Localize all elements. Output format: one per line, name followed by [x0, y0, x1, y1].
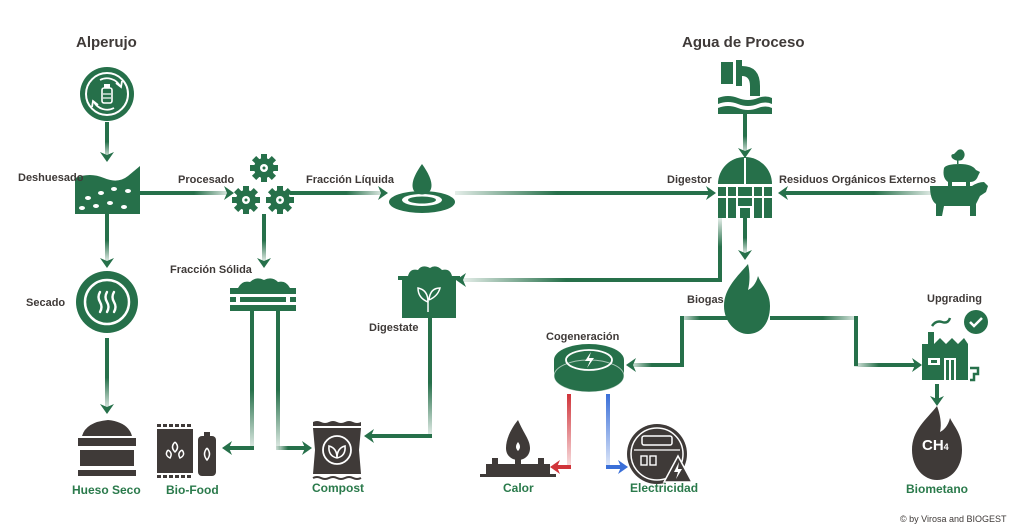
digestor-dome-icon [718, 157, 772, 218]
label-fraccion-liquida: Fracción Líquida [306, 174, 395, 186]
arrowhead [456, 273, 466, 287]
output-biometano: Biometano [906, 482, 969, 496]
upgrading-factory-icon [922, 310, 988, 382]
ch4-label: CH [922, 437, 944, 454]
agua-pipe-icon [718, 60, 772, 114]
arrowhead [302, 441, 312, 455]
biogas-flame-icon [724, 264, 770, 334]
flow-biogas-cogen-h [680, 316, 730, 320]
flow-deshuesado-procesado [140, 191, 230, 195]
flow-procesado-solida [262, 214, 266, 262]
bio-food-package-icon [157, 424, 216, 478]
flow-alperujo-deshuesado [105, 122, 109, 158]
flow-biogas-upgrading-v [854, 316, 858, 366]
flow-digestor-biogas [743, 218, 747, 254]
label-biogas: Biogas [687, 294, 724, 306]
flow-cogen-calor-h [556, 465, 571, 469]
flow-solida-compost-h [276, 446, 306, 450]
flow-cogen-electricidad-h [606, 465, 622, 469]
arrowhead [738, 148, 752, 158]
digestate-plant-icon [398, 266, 460, 318]
procesado-gears-icon [232, 154, 294, 214]
output-calor: Calor [503, 481, 534, 495]
copyright-notice: © by Virosa and BIOGEST [900, 514, 1007, 524]
flow-digestate-compost-v [428, 318, 432, 436]
secado-heat-icon [76, 271, 138, 333]
electricidad-meter-icon [627, 424, 694, 484]
flow-biogas-cogen-h2 [630, 363, 684, 367]
arrowhead [930, 396, 944, 406]
label-residuos-organicos-externos: Residuos Orgánicos Externos [779, 174, 937, 186]
flow-cogen-calor-v [567, 394, 571, 468]
arrowhead [100, 404, 114, 414]
cogeneracion-unit-icon [553, 344, 625, 393]
flow-residuos-digestor [784, 191, 934, 195]
arrowhead [224, 186, 234, 200]
arrowhead [778, 186, 788, 200]
flow-digestor-digestate-v [718, 218, 722, 282]
label-fraccion-solida: Fracción Sólida [170, 264, 252, 276]
output-hueso-seco: Hueso Seco [72, 483, 141, 497]
compost-bag-icon [312, 421, 362, 480]
flow-upgrading-biometano [935, 384, 939, 400]
flow-liquida-digestor [455, 191, 710, 195]
label-upgrading: Upgrading [927, 293, 982, 305]
flow-solida-biofood-h [228, 446, 254, 450]
arrowhead [100, 152, 114, 162]
arrowhead [550, 460, 560, 474]
arrowhead [912, 358, 922, 372]
flow-biogas-upgrading-h [770, 316, 858, 320]
label-digestor: Digestor [667, 174, 712, 186]
flow-digestor-digestate-h [462, 278, 722, 282]
arrowhead [364, 429, 374, 443]
label-procesado: Procesado [178, 174, 235, 186]
title-agua-de-proceso: Agua de Proceso [682, 34, 805, 51]
arrowhead [222, 441, 232, 455]
deshuesado-pulp-icon [75, 166, 140, 214]
hueso-seco-pile-icon [78, 420, 136, 476]
label-deshuesado: Deshuesado [18, 172, 84, 184]
arrowhead [618, 460, 628, 474]
arrowhead [378, 186, 388, 200]
ch4-formula: CH4 [922, 437, 949, 454]
title-alperujo: Alperujo [76, 34, 137, 51]
flow-biogas-cogen-v [680, 316, 684, 366]
flow-biogas-upgrading-h2 [854, 363, 916, 367]
fraccion-solida-icon [230, 278, 296, 319]
flow-cogen-electricidad-v [606, 394, 610, 468]
flow-solida-biofood-v [250, 316, 254, 450]
arrowhead [738, 250, 752, 260]
flow-deshuesado-secado [105, 214, 109, 262]
arrowhead [706, 186, 716, 200]
ch4-subscript: 4 [943, 442, 949, 452]
label-digestate: Digestate [369, 322, 419, 334]
flow-secado-hueso [105, 338, 109, 410]
calor-burner-icon [480, 420, 556, 477]
flow-solida-compost-v [276, 316, 280, 450]
output-electricidad: Electricidad [630, 481, 699, 495]
alperujo-recycle-icon [80, 67, 134, 121]
biometano-ch4-flame-icon [912, 406, 962, 480]
flow-procesado-liquida [290, 191, 384, 195]
flow-digestate-compost-h [370, 434, 432, 438]
arrowhead [257, 258, 271, 268]
label-cogeneracion: Cogeneración [546, 331, 620, 343]
arrowhead [626, 358, 636, 372]
flow-agua-digestor [743, 114, 747, 154]
label-secado: Secado [26, 297, 66, 309]
animals-stack-icon [930, 149, 988, 216]
output-bio-food: Bio-Food [166, 483, 219, 497]
fraccion-liquida-droplet-icon [389, 164, 455, 213]
connectors [100, 114, 944, 474]
arrowhead [100, 258, 114, 268]
output-compost: Compost [312, 481, 364, 495]
